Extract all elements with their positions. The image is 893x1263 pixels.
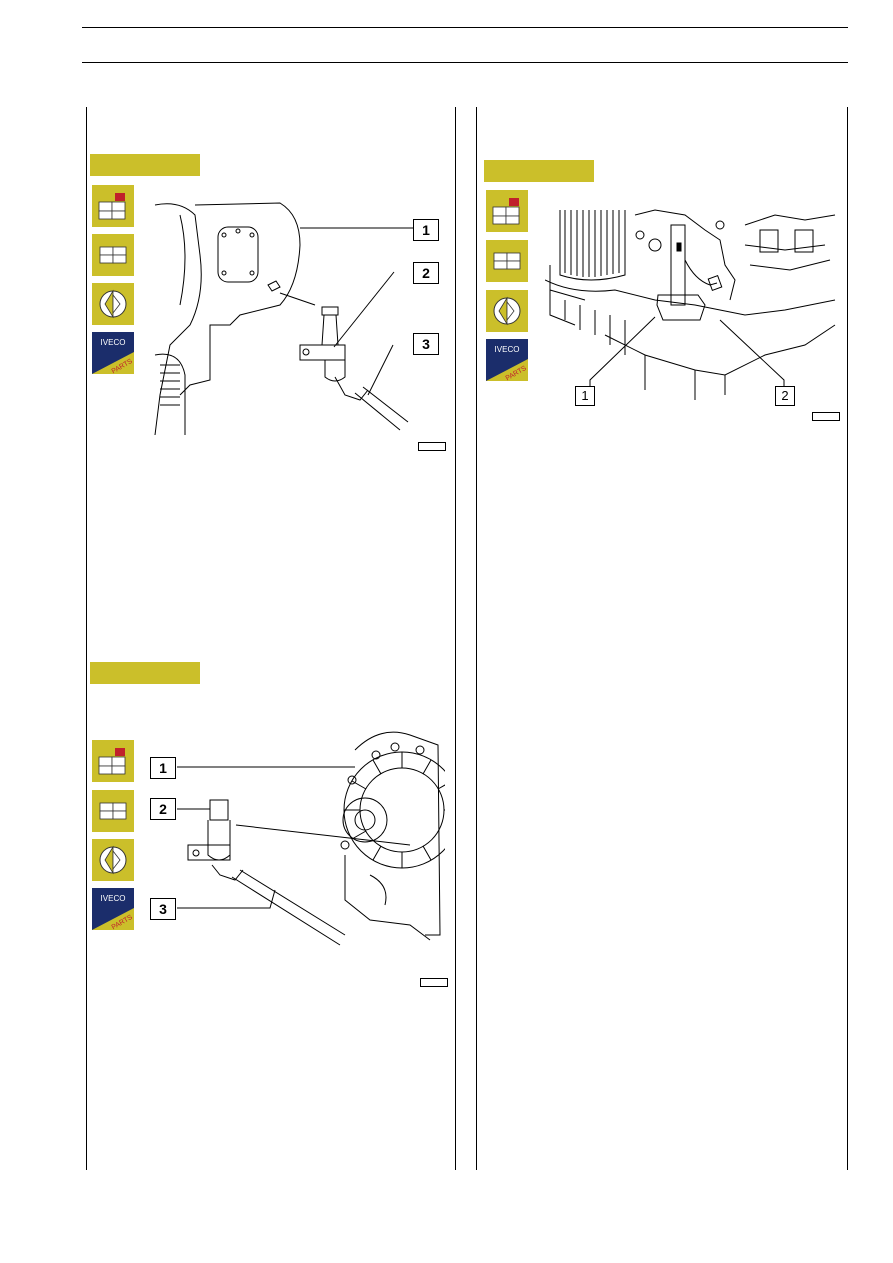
adjust-icon bbox=[92, 839, 134, 881]
remove-refit-icon bbox=[92, 185, 134, 227]
callout-2: 2 bbox=[775, 386, 795, 406]
figure-tab bbox=[90, 662, 200, 684]
svg-text:IVECO: IVECO bbox=[101, 894, 126, 903]
svg-text:IVECO: IVECO bbox=[495, 345, 520, 354]
flywheel-sensor-illustration-b bbox=[177, 731, 445, 946]
column-rule-right bbox=[847, 107, 848, 1170]
header-rule-bottom bbox=[82, 62, 848, 63]
disassemble-icon bbox=[92, 234, 134, 276]
column-rule-mid-b bbox=[476, 107, 477, 1170]
callout-3: 3 bbox=[413, 333, 439, 355]
adjust-icon bbox=[486, 290, 528, 332]
figure-number-box bbox=[418, 442, 446, 451]
callout-1: 1 bbox=[413, 219, 439, 241]
adjust-icon bbox=[92, 283, 134, 325]
disassemble-icon bbox=[486, 240, 528, 282]
disassemble-icon bbox=[92, 790, 134, 832]
column-rule-mid-a bbox=[455, 107, 456, 1170]
figure-number-box bbox=[812, 412, 840, 421]
column-rule-left bbox=[86, 107, 87, 1170]
remove-refit-icon bbox=[486, 190, 528, 232]
figure-number-box bbox=[420, 978, 448, 987]
figure-tab bbox=[484, 160, 594, 182]
header-rule-top bbox=[82, 27, 848, 28]
svg-text:IVECO: IVECO bbox=[101, 338, 126, 347]
callout-1: 1 bbox=[150, 757, 176, 779]
callout-2: 2 bbox=[413, 262, 439, 284]
callout-2: 2 bbox=[150, 798, 176, 820]
engine-block-sensor-illustration-c bbox=[545, 209, 836, 400]
callout-1: 1 bbox=[575, 386, 595, 406]
figure-tab bbox=[90, 154, 200, 176]
remove-refit-icon bbox=[92, 740, 134, 782]
engine-sensor-illustration-a bbox=[154, 202, 413, 436]
callout-3: 3 bbox=[150, 898, 176, 920]
